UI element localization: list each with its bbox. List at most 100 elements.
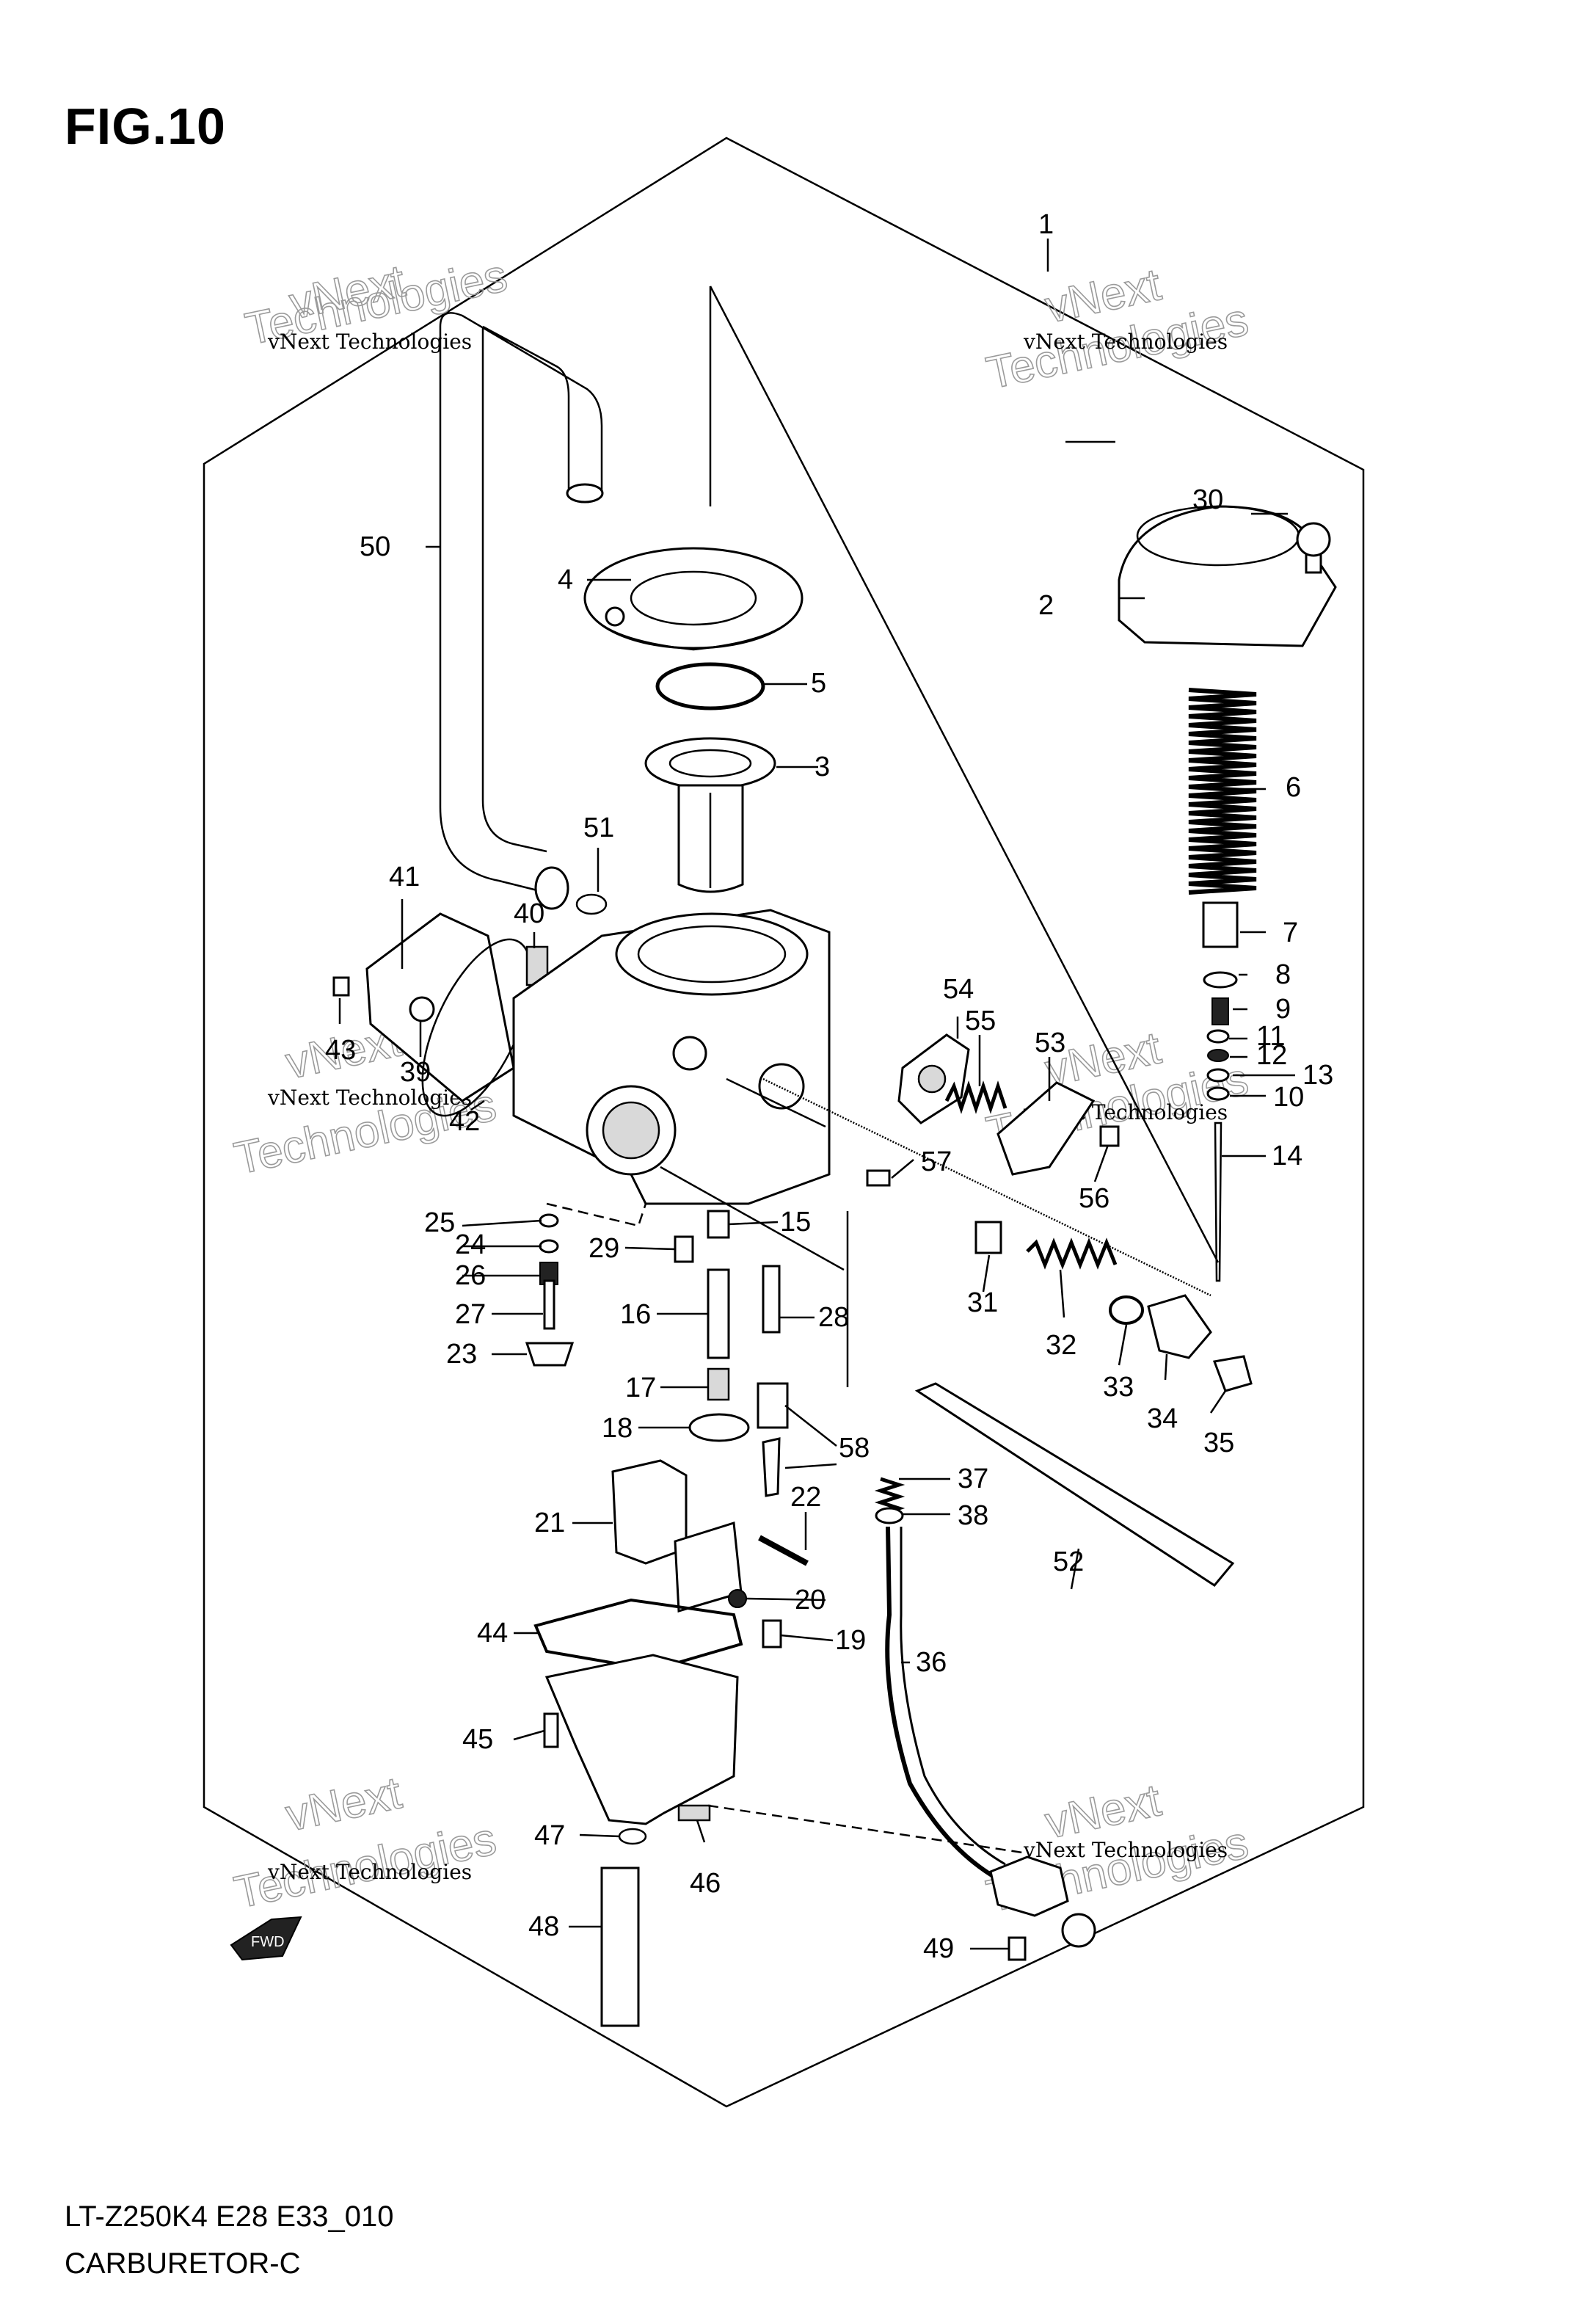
callout-48: 48 <box>528 1911 559 1942</box>
callout-45: 45 <box>462 1724 493 1755</box>
part-8-washer <box>1203 971 1238 989</box>
part-32-spring <box>1026 1237 1118 1270</box>
part-33-o-ring <box>1109 1295 1144 1325</box>
part-11-washer <box>1206 1029 1230 1044</box>
part-10-washer <box>1206 1086 1230 1101</box>
part-36-cable-outer <box>900 1527 1006 1866</box>
watermark-bottom-left: Technologies vNext vNext Technologies <box>230 1767 501 1919</box>
part-16-needle-jet <box>707 1268 730 1359</box>
part-49-screw <box>1007 1936 1027 1961</box>
figure-title: FIG.10 <box>65 98 226 155</box>
callout-58: 58 <box>839 1433 870 1464</box>
part-44-gasket <box>533 1598 743 1672</box>
part-35-cap <box>1212 1355 1253 1392</box>
part-17-main-jet <box>707 1367 730 1401</box>
carburetor-body <box>512 909 845 1271</box>
part-53-accel-pump <box>996 1081 1096 1176</box>
callout-16: 16 <box>620 1299 651 1330</box>
callout-20: 20 <box>795 1585 826 1615</box>
part-4-diaphragm <box>583 547 804 651</box>
callout-17: 17 <box>625 1373 656 1403</box>
callout-labels: 1 2 3 4 5 6 7 8 9 10 11 12 13 14 15 16 1… <box>325 209 1333 1964</box>
part-23-plug <box>525 1342 575 1367</box>
svg-text:vNext Technologies: vNext Technologies <box>267 1860 472 1884</box>
callout-55: 55 <box>965 1006 996 1036</box>
callout-53: 53 <box>1035 1028 1065 1058</box>
part-34-starter-nut <box>1147 1294 1212 1359</box>
part-43-screw <box>332 976 350 997</box>
part-57-screw <box>866 1169 891 1187</box>
part-29-jet <box>674 1235 694 1263</box>
callout-35: 35 <box>1203 1428 1234 1458</box>
part-37-spring <box>874 1477 906 1516</box>
part-46-drain-screw <box>677 1804 711 1822</box>
part-50-vent-hose <box>439 312 603 893</box>
callout-44: 44 <box>477 1618 508 1648</box>
part-9-spring <box>1211 997 1229 1025</box>
callout-52: 52 <box>1053 1546 1084 1577</box>
part-50-hose-end-bottom <box>534 866 569 910</box>
callout-54: 54 <box>943 974 974 1005</box>
callout-25: 25 <box>424 1207 455 1238</box>
figure-name: CARBURETOR-C <box>65 2247 301 2280</box>
callout-5: 5 <box>811 668 826 699</box>
callout-37: 37 <box>958 1464 988 1494</box>
part-5-o-ring <box>655 662 765 710</box>
svg-text:vNext Technologies: vNext Technologies <box>1023 330 1228 354</box>
callout-15: 15 <box>780 1207 811 1237</box>
callout-33: 33 <box>1103 1372 1134 1403</box>
part-45-screw <box>543 1712 559 1748</box>
callout-51: 51 <box>583 813 614 843</box>
callout-11: 11 <box>1256 1021 1285 1052</box>
part-28-jet <box>762 1265 781 1334</box>
callout-27: 27 <box>455 1299 486 1330</box>
svg-text:vNext Technologies: vNext Technologies <box>267 1086 472 1110</box>
fwd-arrow: FWD <box>230 1916 302 1961</box>
callout-56: 56 <box>1079 1183 1109 1214</box>
part-56-screw <box>1099 1125 1120 1147</box>
part-58-seat <box>757 1382 789 1429</box>
float-bowl <box>544 1654 739 1825</box>
callout-38: 38 <box>958 1500 988 1531</box>
callout-7: 7 <box>1283 917 1298 948</box>
callout-49: 49 <box>923 1933 954 1964</box>
part-27-pilot-screw <box>543 1279 555 1330</box>
part-25-washer <box>539 1213 559 1228</box>
part-3-piston-valve <box>644 737 776 893</box>
callout-26: 26 <box>455 1260 486 1291</box>
callout-34: 34 <box>1147 1403 1178 1434</box>
callout-12: 12 <box>1256 1040 1287 1071</box>
part-36-lever-bracket <box>989 1855 1069 1917</box>
svg-text:vNext: vNext <box>282 1767 406 1841</box>
part-18-washer <box>688 1413 750 1442</box>
callout-19: 19 <box>835 1625 866 1656</box>
callout-28: 28 <box>818 1302 849 1333</box>
callout-8: 8 <box>1275 959 1291 990</box>
callout-21: 21 <box>534 1508 565 1538</box>
part-14-jet-needle <box>1214 1122 1222 1282</box>
callout-18: 18 <box>602 1413 633 1444</box>
callout-50: 50 <box>360 531 390 562</box>
part-52-vent-hose <box>914 1382 1235 1587</box>
watermark-top-right: Technologies vNext vNext Technologies <box>982 258 1253 399</box>
callout-32: 32 <box>1046 1330 1076 1361</box>
part-36-adjuster-knob <box>1061 1913 1096 1948</box>
callout-30: 30 <box>1192 484 1223 515</box>
callout-46: 46 <box>690 1868 721 1899</box>
svg-text:vNext Technologies: vNext Technologies <box>1023 1838 1228 1862</box>
part-41-cover <box>365 912 515 1102</box>
part-39-screw-head <box>409 996 435 1022</box>
callout-31: 31 <box>967 1287 998 1318</box>
part-31-plunger <box>974 1221 1002 1254</box>
callout-43: 43 <box>325 1035 356 1066</box>
part-50-hose-end-top <box>566 483 604 504</box>
part-47-clamp <box>618 1828 647 1845</box>
part-36-starter-cable <box>885 1526 999 1881</box>
part-15-jet <box>707 1210 730 1239</box>
model-code: LT-Z250K4 E28 E33_010 <box>65 2200 394 2233</box>
callout-6: 6 <box>1286 772 1301 803</box>
callout-4: 4 <box>558 564 573 595</box>
part-20-screw <box>728 1589 747 1608</box>
callout-14: 14 <box>1272 1141 1302 1171</box>
